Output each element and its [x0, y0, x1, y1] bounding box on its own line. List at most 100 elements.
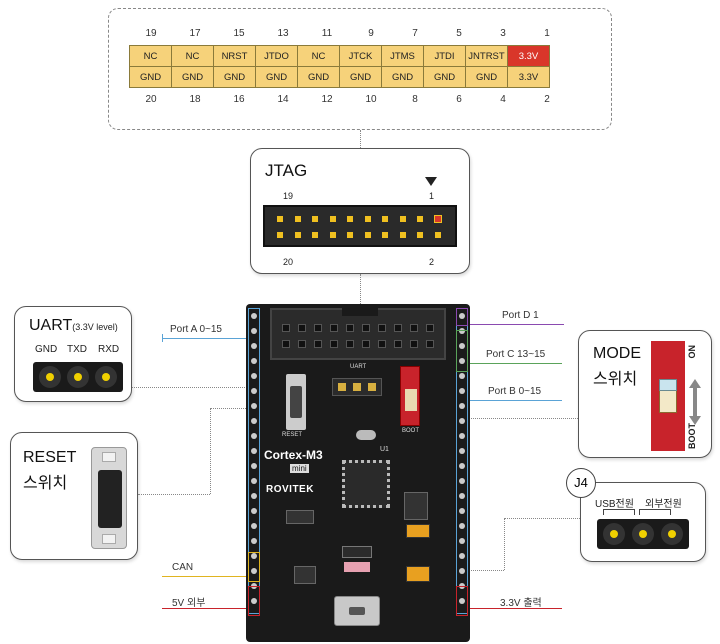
jtag-pin: [329, 216, 336, 222]
board-jtag-pin: [426, 340, 434, 348]
arrow-shaft: [693, 388, 697, 416]
uart-title: UART: [29, 317, 73, 334]
uart-header: [33, 362, 123, 392]
jtag-pin-cell: NC: [297, 45, 340, 67]
jtag-pin2-label: 2: [429, 257, 435, 267]
jtag-bottom-number: 18: [189, 94, 201, 105]
header-pin: [459, 568, 465, 574]
port-d-line: [468, 324, 564, 325]
port-c-line: [468, 363, 562, 364]
jtag-pin: [347, 232, 353, 238]
j4-bracket-left: [603, 509, 635, 515]
jtag-pin: [399, 216, 406, 222]
board-regulator: [404, 492, 428, 520]
mode-on-label: ON: [687, 345, 697, 359]
header-pin: [459, 508, 465, 514]
jtag-pin: [277, 216, 283, 222]
jtag-bottom-number: 2: [544, 94, 550, 105]
board-u1-label: U1: [380, 446, 389, 453]
v33-line: [468, 608, 562, 609]
reset-title: RESET: [23, 449, 77, 466]
board-jtag-pin: [282, 324, 290, 332]
header-pin: [459, 553, 465, 559]
jtag-pin1-label: 1: [429, 191, 435, 201]
jtag-header: [263, 205, 457, 247]
jtag-pin-cell: JTDO: [255, 45, 298, 67]
uart-pin-txd-label: TXD: [67, 344, 87, 355]
board-jtag-pin: [410, 324, 418, 332]
jtag-pin: [417, 232, 423, 238]
leader-j4-h: [504, 518, 580, 519]
v5-label: 5V 외부: [172, 598, 206, 609]
jtag-pin: [433, 215, 442, 223]
jtag-top-number: 5: [456, 28, 462, 39]
reset-box: RESET 스위치: [10, 432, 138, 560]
header-pin: [251, 598, 257, 604]
jtag-top-number: 19: [145, 28, 157, 39]
header-pin: [251, 433, 257, 439]
board-jtag-pin: [346, 324, 354, 332]
right-pin-33-group: [456, 586, 468, 616]
jtag-pin-cell: JTDI: [423, 45, 466, 67]
jtag-pin: [277, 232, 283, 238]
header-pin: [251, 403, 257, 409]
header-pin: [459, 403, 465, 409]
board-jtag-pin: [410, 340, 418, 348]
right-pin-c-group: [456, 330, 468, 372]
port-d-label: Port D 1: [502, 310, 539, 321]
board-jtag-pin: [282, 340, 290, 348]
jtag-top-number: 1: [544, 28, 550, 39]
board-boot-switch[interactable]: [400, 366, 420, 426]
leader-mode: [430, 418, 578, 419]
port-a-line: [162, 338, 254, 339]
board-jtag-pin: [378, 324, 386, 332]
jtag-top-number: 17: [189, 28, 201, 39]
board-jtag-pin: [298, 340, 306, 348]
jtag-pin: [382, 232, 388, 238]
header-pin: [459, 328, 465, 334]
header-pin: [251, 448, 257, 454]
board-crystal: [356, 430, 376, 440]
board-jtag-pin: [314, 324, 322, 332]
jtag-pin: [399, 232, 406, 238]
jtag-pin-cell: GND: [465, 66, 508, 88]
jtag-pin: [417, 216, 423, 222]
port-c-label: Port C 13~15: [486, 349, 546, 360]
board-reset-button[interactable]: [286, 374, 306, 430]
mode-boot-label: BOOT: [687, 423, 697, 449]
jtag-pin-cell: GND: [171, 66, 214, 88]
board-mini-label: mini: [290, 464, 309, 473]
header-pin: [459, 523, 465, 529]
board-capacitor-1: [406, 524, 430, 538]
header-pin: [251, 523, 257, 529]
header-pin: [459, 373, 465, 379]
jtag-bottom-number: 6: [456, 94, 462, 105]
v33-label: 3.3V 출력: [500, 598, 542, 609]
jtag-pin-cell: GND: [297, 66, 340, 88]
jtag-top-number: 11: [321, 28, 333, 39]
jtag-pin-cell: GND: [339, 66, 382, 88]
header-pin: [251, 463, 257, 469]
board-name-label: Cortex-M3: [264, 448, 323, 462]
board-j4-header: [342, 546, 372, 558]
j4-bracket-right: [639, 509, 671, 515]
jtag-pin20-label: 20: [283, 257, 294, 267]
jtag-pin-cell: GND: [423, 66, 466, 88]
jtag-top-number: 7: [412, 28, 418, 39]
header-pin: [459, 493, 465, 499]
jtag-top-number: 9: [368, 28, 374, 39]
board-jtag-pin: [330, 340, 338, 348]
jtag-pin-cell: JTCK: [339, 45, 382, 67]
board-jtag-pin: [394, 340, 402, 348]
board-brand-logo: ROVITEK: [266, 484, 314, 495]
jtag-bottom-number: 14: [277, 94, 289, 105]
leader-j4-v: [504, 518, 505, 570]
port-a-label: Port A 0~15: [170, 324, 222, 335]
board-mcu-chip: [342, 460, 390, 508]
board-jtag-pin: [362, 340, 370, 348]
board-jtag-pin: [426, 324, 434, 332]
header-pin: [251, 478, 257, 484]
jtag-pin-cell: GND: [255, 66, 298, 88]
jtag-pin-cell: GND: [129, 66, 172, 88]
board-jtag-pin: [346, 340, 354, 348]
